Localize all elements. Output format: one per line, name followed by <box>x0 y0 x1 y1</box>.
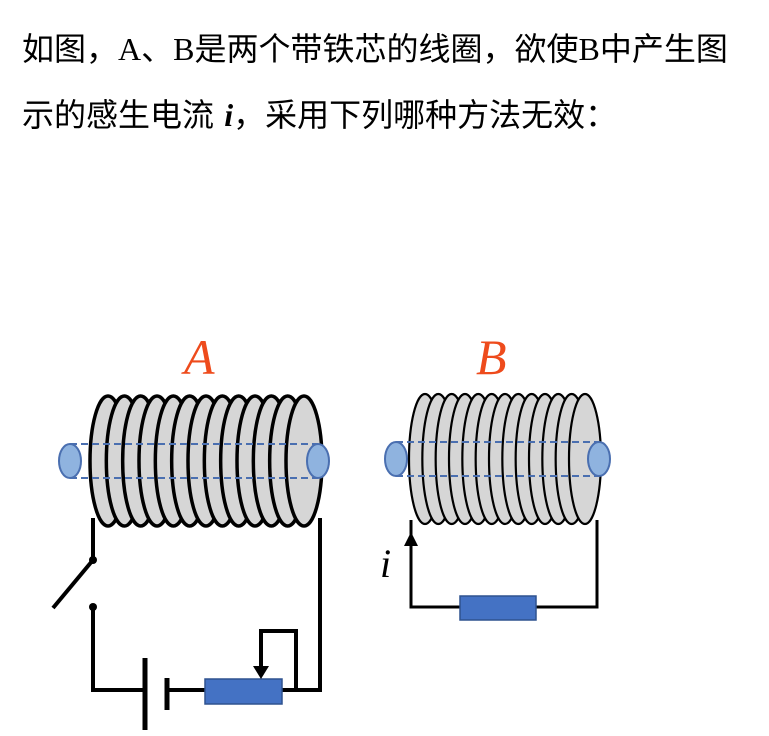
core-left-end <box>384 441 408 477</box>
battery <box>142 658 170 730</box>
wire-a-right <box>282 518 322 692</box>
wire-a-left-bottom <box>91 605 143 692</box>
question-part4: ，采用下列哪种方法无效： <box>233 96 618 134</box>
wire-b-right <box>536 520 599 609</box>
switch-contact-top <box>89 556 97 564</box>
core-right-end <box>587 441 611 477</box>
current-variable: i <box>224 97 234 133</box>
rheostat <box>204 678 283 705</box>
circuit-a-wires <box>91 518 322 692</box>
wire-a-slider <box>259 629 298 690</box>
question-part3: 中产生图示的感生电流 <box>22 30 728 134</box>
core-left-end <box>58 443 82 479</box>
coil-b <box>384 392 611 526</box>
coil-b-ref: B <box>173 31 195 67</box>
switch-contact-bottom <box>89 603 97 611</box>
question-part2: 是两个带铁芯的线圈，欲使 <box>194 30 579 68</box>
coil-b-ref-2: B <box>578 31 600 67</box>
question-part1: 如图， <box>22 30 119 68</box>
switch-blade <box>51 558 95 610</box>
wire-b-left <box>409 520 460 609</box>
coil-a <box>58 394 330 528</box>
coil-a-ref: A <box>118 31 142 67</box>
question-text: 如图，A、B是两个带铁芯的线圈，欲使B中产生图示的感生电流 i，采用下列哪种方法… <box>22 16 752 148</box>
coil-b-label: B <box>476 329 507 385</box>
coil-a-label: A <box>181 329 215 385</box>
current-arrow-icon <box>404 532 418 546</box>
rheostat-slider-arrow-icon <box>253 666 269 679</box>
current-label: i <box>380 541 391 586</box>
circuit-b-wires <box>409 520 599 609</box>
switch <box>51 556 97 611</box>
resistor-b <box>459 595 537 621</box>
question-separator: 、 <box>141 30 174 68</box>
core-right-end <box>306 443 330 479</box>
